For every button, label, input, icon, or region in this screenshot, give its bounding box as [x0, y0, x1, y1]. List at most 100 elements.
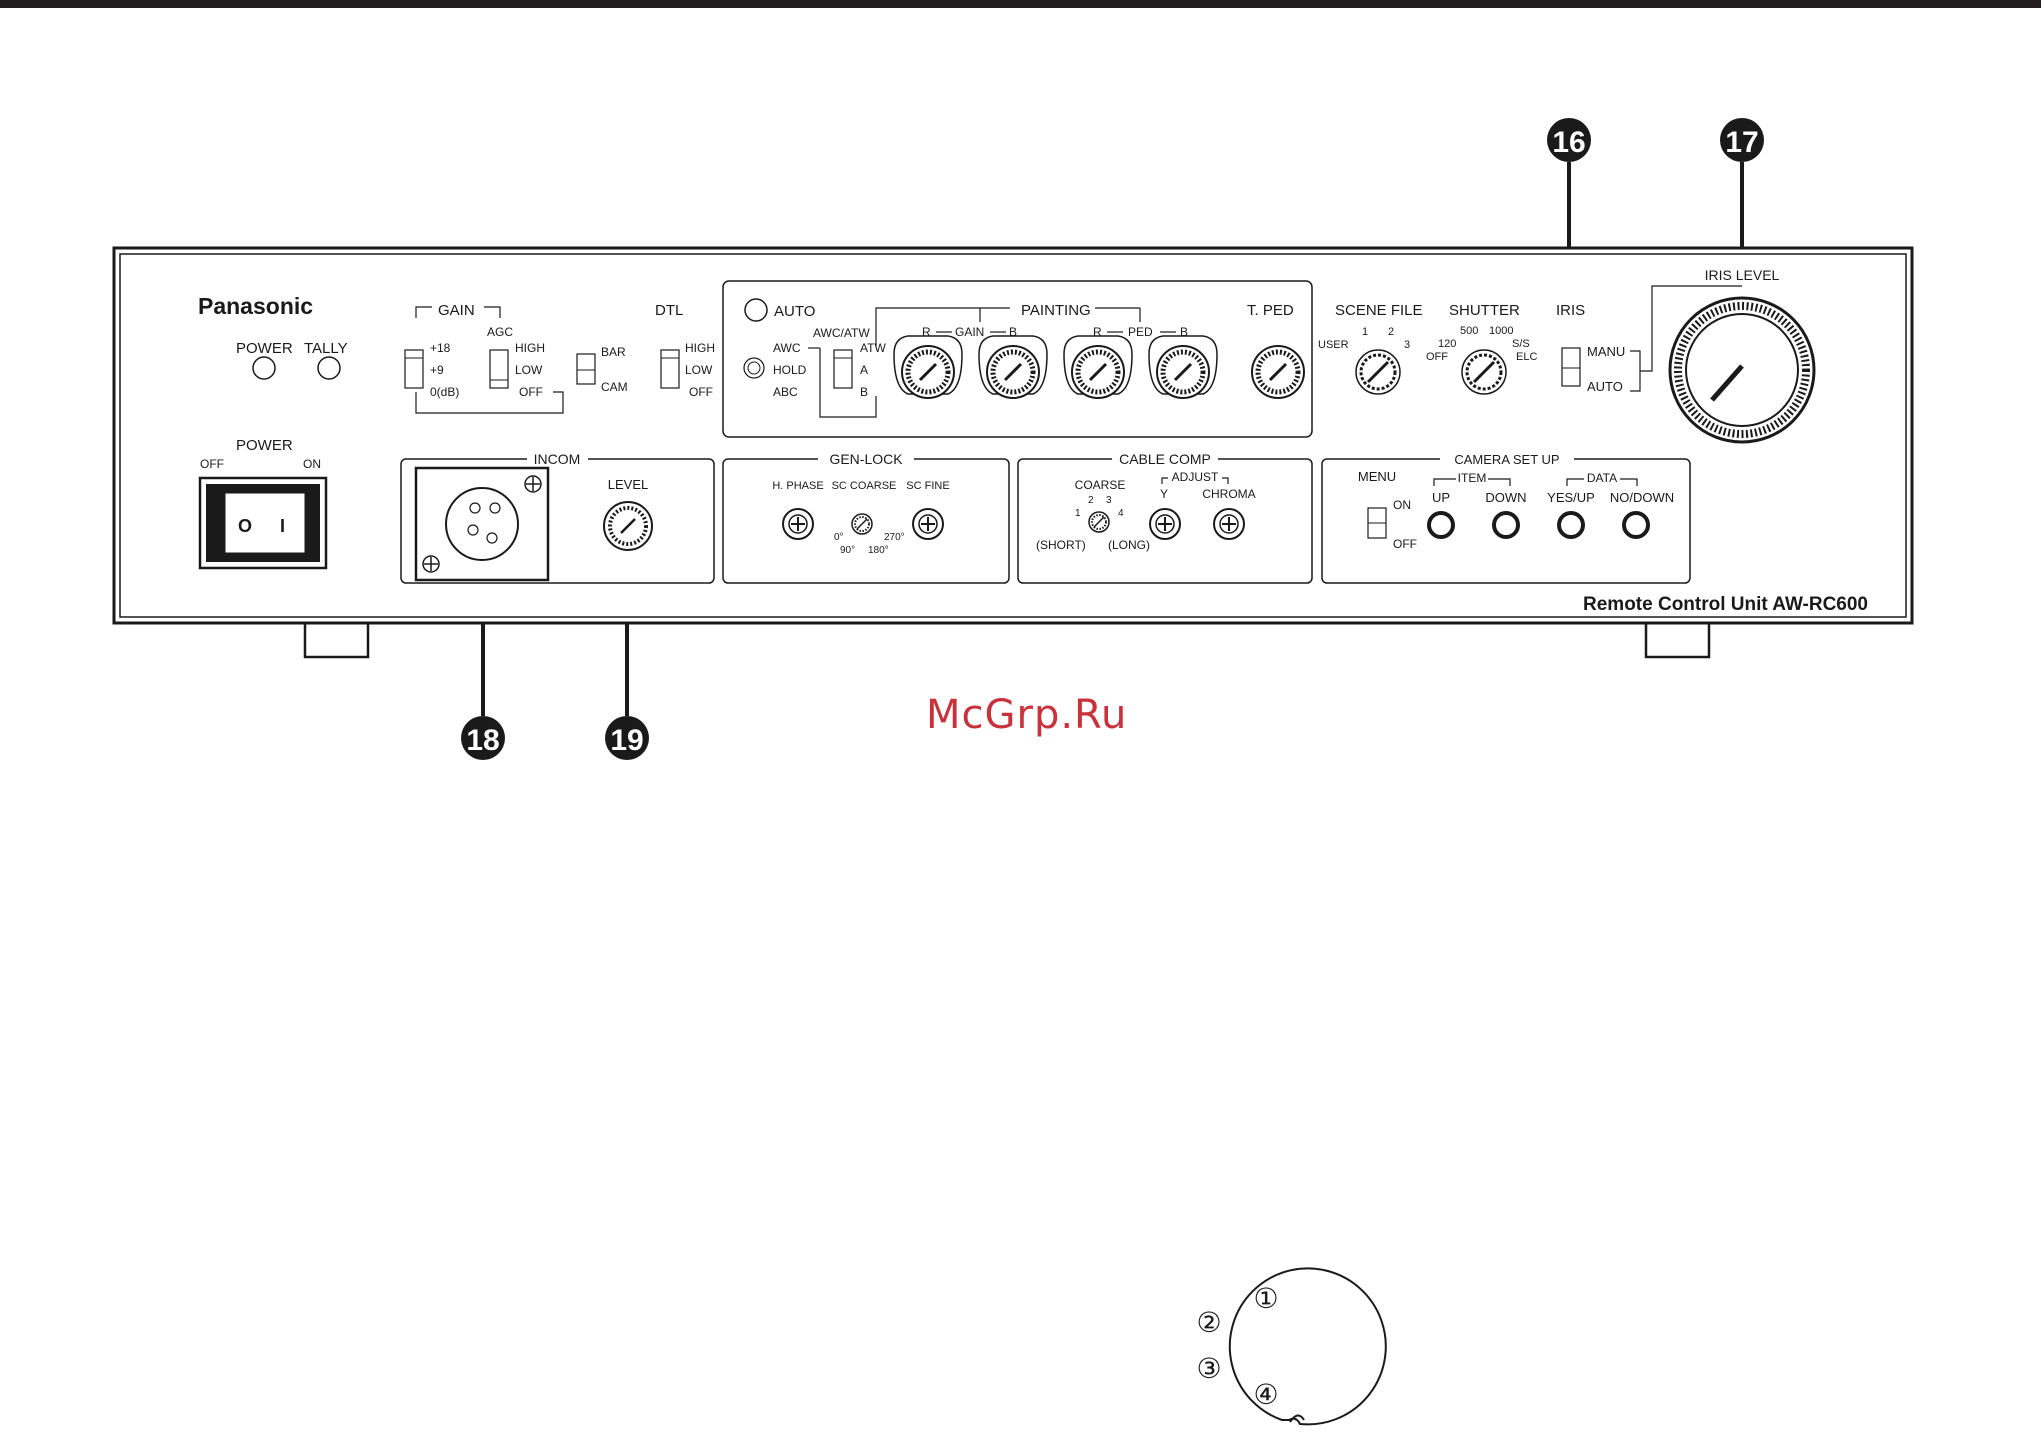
gain-b-knob[interactable] — [978, 335, 1048, 399]
painting-title: PAINTING — [1021, 302, 1091, 319]
awc-atw-switch[interactable] — [833, 349, 853, 389]
svg-text:YES/UP: YES/UP — [1547, 490, 1595, 505]
model-label: Remote Control Unit AW-RC600 — [1583, 594, 1868, 615]
scene-file-title: SCENE FILE — [1335, 302, 1423, 319]
incom-level-label: LEVEL — [608, 477, 648, 492]
cam-label: CAM — [601, 380, 628, 394]
svg-text:16: 16 — [1552, 126, 1585, 159]
agc-title: AGC — [487, 325, 513, 339]
svg-text:2: 2 — [1388, 326, 1394, 338]
svg-text:OFF: OFF — [1393, 537, 1417, 551]
top-rule — [0, 0, 2041, 8]
cable-chroma-trimmer[interactable] — [1213, 508, 1245, 540]
incom-xlr-connector[interactable] — [414, 466, 550, 582]
bar-cam-switch[interactable] — [576, 353, 596, 385]
cable-comp-title: CABLE COMP — [1119, 451, 1211, 467]
iris-mode-switch[interactable] — [1561, 347, 1581, 387]
foot-right — [1644, 623, 1711, 659]
svg-text:180°: 180° — [868, 545, 889, 556]
svg-text:B: B — [1009, 325, 1017, 339]
incom-level-knob[interactable] — [603, 501, 653, 551]
data-no-down-button[interactable] — [1622, 511, 1650, 539]
svg-text:1: 1 — [1075, 508, 1081, 519]
svg-text:O: O — [238, 516, 252, 536]
t-ped-knob[interactable] — [1251, 345, 1305, 399]
pin-3-label: ③ — [1196, 1353, 1221, 1384]
svg-text:0°: 0° — [834, 532, 844, 543]
cable-coarse-selector[interactable] — [1088, 511, 1110, 533]
svg-text:500: 500 — [1460, 325, 1478, 337]
bar-label: BAR — [601, 345, 626, 359]
iris-title: IRIS — [1556, 302, 1585, 319]
svg-text:4: 4 — [1118, 508, 1124, 519]
svg-text:AWC/ATW: AWC/ATW — [813, 326, 870, 340]
item-up-button[interactable] — [1427, 511, 1455, 539]
svg-text:LOW: LOW — [515, 363, 543, 377]
svg-text:2: 2 — [1088, 495, 1094, 506]
gain-group: GAIN AGC +18 +9 0(dB) HIGH LOW OFF — [415, 302, 564, 414]
svg-text:H. PHASE: H. PHASE — [772, 480, 823, 492]
pin-4-label: ④ — [1253, 1379, 1278, 1410]
svg-text:120: 120 — [1438, 338, 1456, 350]
svg-text:OFF: OFF — [689, 385, 713, 399]
tally-led — [317, 356, 341, 380]
svg-text:OFF: OFF — [1426, 351, 1448, 363]
svg-text:270°: 270° — [884, 532, 905, 543]
sc-coarse-selector[interactable] — [851, 513, 873, 535]
svg-text:ATW: ATW — [860, 341, 886, 355]
svg-text:SC FINE: SC FINE — [906, 480, 949, 492]
svg-text:18: 18 — [466, 724, 499, 757]
t-ped-title: T. PED — [1247, 302, 1294, 319]
h-phase-trimmer[interactable] — [782, 508, 814, 540]
svg-text:90°: 90° — [840, 545, 855, 556]
incom-title: INCOM — [534, 451, 581, 467]
ped-r-knob[interactable] — [1063, 335, 1133, 399]
svg-text:MENU: MENU — [1358, 469, 1396, 484]
gain-title: GAIN — [438, 302, 475, 319]
svg-text:SC COARSE: SC COARSE — [832, 480, 897, 492]
agc-switch[interactable] — [489, 349, 509, 389]
svg-text:HIGH: HIGH — [515, 341, 545, 355]
svg-text:PED: PED — [1128, 325, 1153, 339]
svg-text:ON: ON — [1393, 498, 1411, 512]
awc-abc-button[interactable] — [743, 357, 765, 379]
sc-fine-trimmer[interactable] — [912, 508, 944, 540]
data-yes-up-button[interactable] — [1557, 511, 1585, 539]
svg-text:UP: UP — [1432, 490, 1450, 505]
dtl-switch[interactable] — [660, 349, 680, 389]
power-switch-on-label: ON — [303, 457, 321, 471]
svg-text:AUTO: AUTO — [1587, 379, 1623, 394]
scene-file-selector[interactable] — [1355, 349, 1401, 395]
svg-text:HIGH: HIGH — [685, 341, 715, 355]
shutter-selector[interactable] — [1461, 349, 1507, 395]
cable-y-trimmer[interactable] — [1149, 508, 1181, 540]
svg-text:B: B — [1180, 325, 1188, 339]
power-indicator-label: POWER — [236, 340, 293, 357]
genlock-title: GEN-LOCK — [829, 451, 903, 467]
power-led — [252, 356, 276, 380]
item-down-button[interactable] — [1492, 511, 1520, 539]
auto-button[interactable] — [744, 298, 768, 322]
svg-text:S/S: S/S — [1512, 338, 1530, 350]
svg-text:A: A — [860, 363, 868, 377]
power-rocker-switch[interactable]: O I — [198, 476, 328, 570]
svg-text:GAIN: GAIN — [955, 325, 984, 339]
gain-r-knob[interactable] — [893, 335, 963, 399]
svg-text:3: 3 — [1106, 495, 1112, 506]
ped-b-knob[interactable] — [1148, 335, 1218, 399]
painting-section-box — [722, 280, 1313, 438]
pin-1-label: ① — [1253, 1283, 1278, 1314]
svg-text:ITEM: ITEM — [1458, 471, 1487, 485]
svg-text:3: 3 — [1404, 339, 1410, 351]
svg-text:R: R — [922, 325, 931, 339]
svg-text:0(dB): 0(dB) — [430, 385, 459, 399]
front-panel — [112, 246, 1914, 659]
svg-text:ADJUST: ADJUST — [1172, 470, 1219, 484]
iris-level-dial[interactable] — [1668, 296, 1816, 444]
svg-text:HOLD: HOLD — [773, 363, 807, 377]
menu-switch[interactable] — [1367, 507, 1387, 539]
svg-text:NO/DOWN: NO/DOWN — [1610, 490, 1674, 505]
gain-switch[interactable] — [404, 349, 424, 389]
callout-16: 16 — [1547, 118, 1591, 298]
